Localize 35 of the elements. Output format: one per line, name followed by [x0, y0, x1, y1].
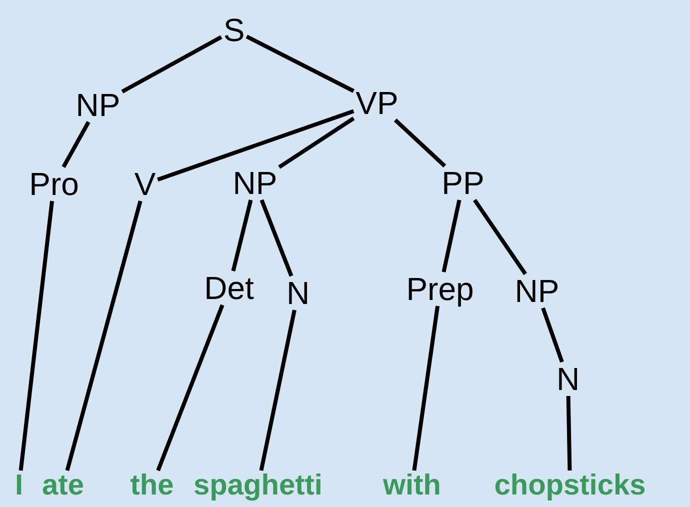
tree-branch-line — [231, 200, 253, 272]
tree-node-label: NP — [514, 275, 560, 307]
tree-branch-line — [442, 200, 462, 272]
tree-node-label: Prep — [406, 273, 474, 305]
tree-node-label: V — [134, 168, 156, 200]
tree-branch-line — [394, 118, 446, 168]
tree-node-label: S — [223, 14, 245, 46]
sentence-word: spaghetti — [194, 472, 322, 500]
tree-branch-line — [18, 200, 54, 471]
tree-node-label: N — [286, 277, 310, 309]
tree-node-label: N — [556, 363, 580, 395]
tree-branch-line — [121, 35, 222, 94]
tree-branch-line — [259, 310, 296, 471]
sentence-word: with — [383, 472, 441, 500]
tree-node-label: PP — [442, 167, 484, 199]
tree-node-label: Pro — [29, 168, 79, 200]
tree-branch-line — [260, 199, 294, 277]
sentence-word: ate — [42, 472, 84, 500]
tree-node-label: NP — [232, 167, 278, 199]
tree-branch-line — [278, 116, 355, 169]
sentence-word: chopsticks — [494, 472, 646, 500]
tree-branch-line — [156, 304, 224, 472]
tree-branch-line — [65, 200, 142, 472]
tree-branch-line — [246, 34, 355, 93]
tree-branch-line — [473, 198, 527, 276]
tree-node-label: NP — [76, 89, 120, 121]
tree-branch-line — [566, 396, 572, 471]
tree-branch-line — [62, 121, 90, 168]
tree-node-label: Det — [204, 272, 254, 304]
sentence-word: the — [130, 472, 174, 500]
tree-branch-line — [541, 307, 564, 363]
sentence-word: I — [14, 472, 24, 500]
tree-branch-line — [412, 306, 440, 471]
tree-branch-line — [157, 109, 354, 182]
tree-node-label: VP — [356, 87, 398, 119]
